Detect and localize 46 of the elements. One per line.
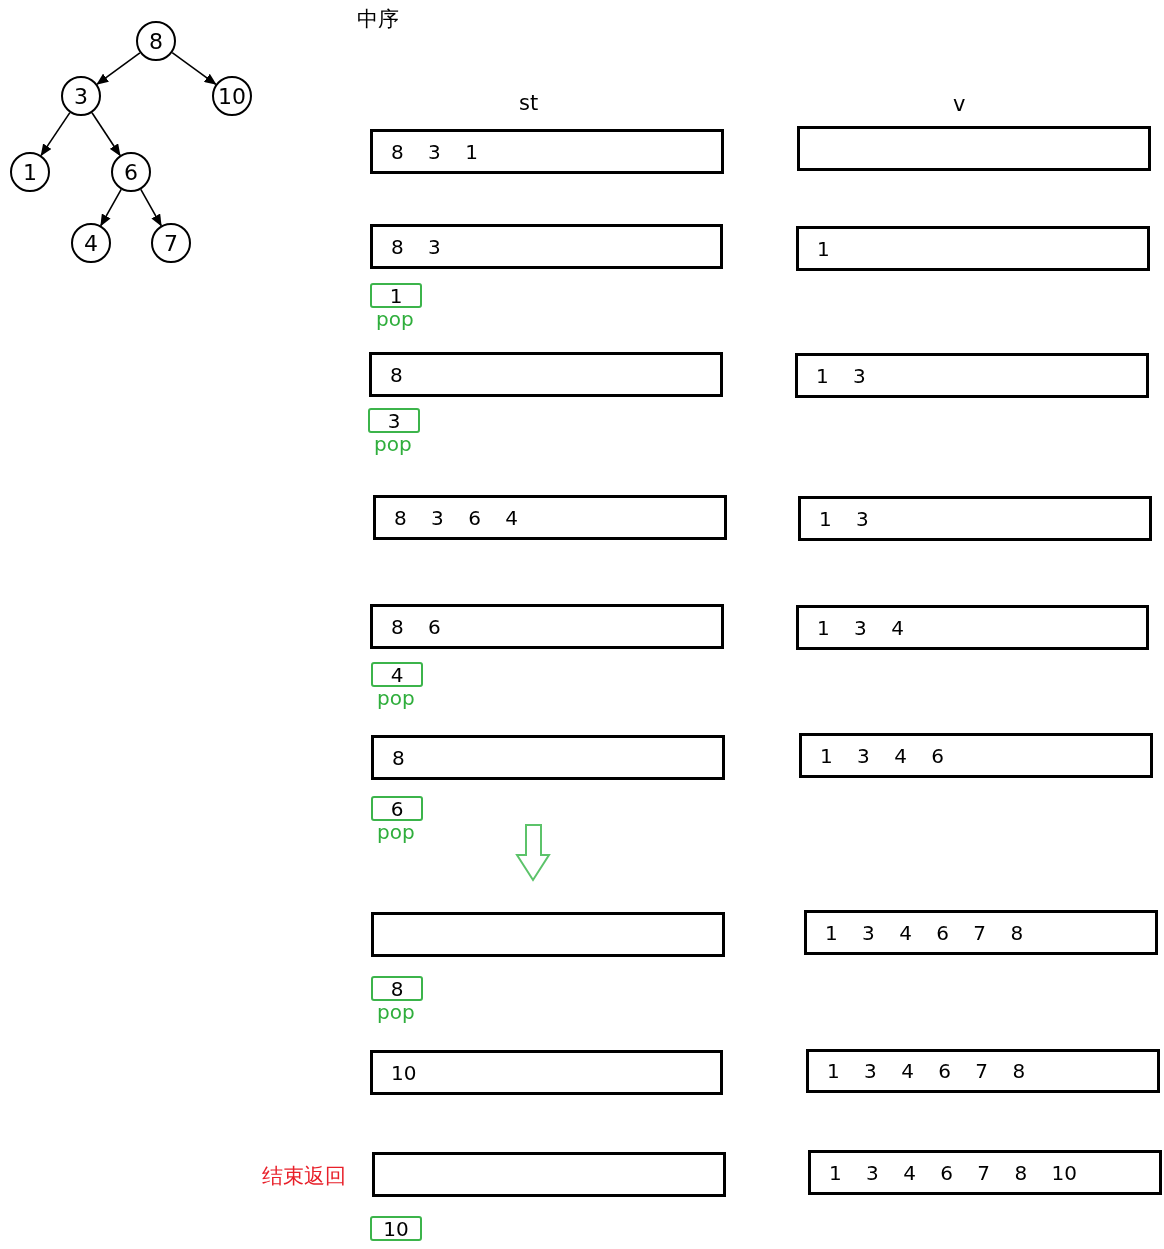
empty-box <box>372 1152 726 1197</box>
arrow <box>171 51 217 86</box>
column-header: v <box>953 94 966 115</box>
stack-box: 8 <box>369 352 723 397</box>
pop-label: pop <box>376 309 414 329</box>
arrow <box>91 111 121 157</box>
stack-box: 8 3 6 4 <box>373 495 727 540</box>
popped-item-box: 4 <box>371 662 423 687</box>
stack-box: 10 <box>370 1050 723 1095</box>
pop-label: pop <box>374 434 412 454</box>
stack-box: 1 3 <box>798 496 1152 541</box>
popped-item-box: 3 <box>368 408 420 433</box>
stack-box: 1 3 4 6 7 8 10 <box>808 1150 1162 1195</box>
arrow <box>140 188 162 227</box>
stack-box: 1 3 4 6 <box>799 733 1153 778</box>
pop-label: pop <box>377 822 415 842</box>
stack-box: 1 3 <box>795 353 1149 398</box>
stack-box: 1 3 4 6 7 8 <box>804 910 1158 955</box>
arrow <box>96 52 141 85</box>
tree-node: 1 <box>10 152 50 192</box>
stack-box: 8 6 <box>370 604 724 649</box>
empty-box <box>797 126 1151 171</box>
stack-box: 1 <box>796 226 1150 271</box>
arrow <box>40 111 71 157</box>
arrow <box>100 188 122 227</box>
tree-node: 6 <box>111 152 151 192</box>
stack-box: 1 3 4 <box>796 605 1149 650</box>
popped-item-box: 8 <box>371 976 423 1001</box>
tree-node: 8 <box>136 21 176 61</box>
end-note: 结束返回 <box>262 1166 346 1187</box>
tree-node: 7 <box>151 223 191 263</box>
stack-box: 8 3 <box>370 224 723 269</box>
stack-box: 8 <box>371 735 725 780</box>
pop-label: pop <box>377 688 415 708</box>
stack-box: 1 3 4 6 7 8 <box>806 1049 1160 1093</box>
column-header: st <box>519 93 539 114</box>
tree-node: 10 <box>212 76 252 116</box>
popped-item-box: 10 <box>370 1216 422 1241</box>
stack-box: 8 3 1 <box>370 129 724 174</box>
popped-item-box: 6 <box>371 796 423 821</box>
tree-node: 3 <box>61 76 101 116</box>
tree-node: 4 <box>71 223 111 263</box>
title: 中序 <box>357 9 399 30</box>
pop-label: pop <box>377 1002 415 1022</box>
popped-item-box: 1 <box>370 283 422 308</box>
empty-box <box>371 912 725 957</box>
